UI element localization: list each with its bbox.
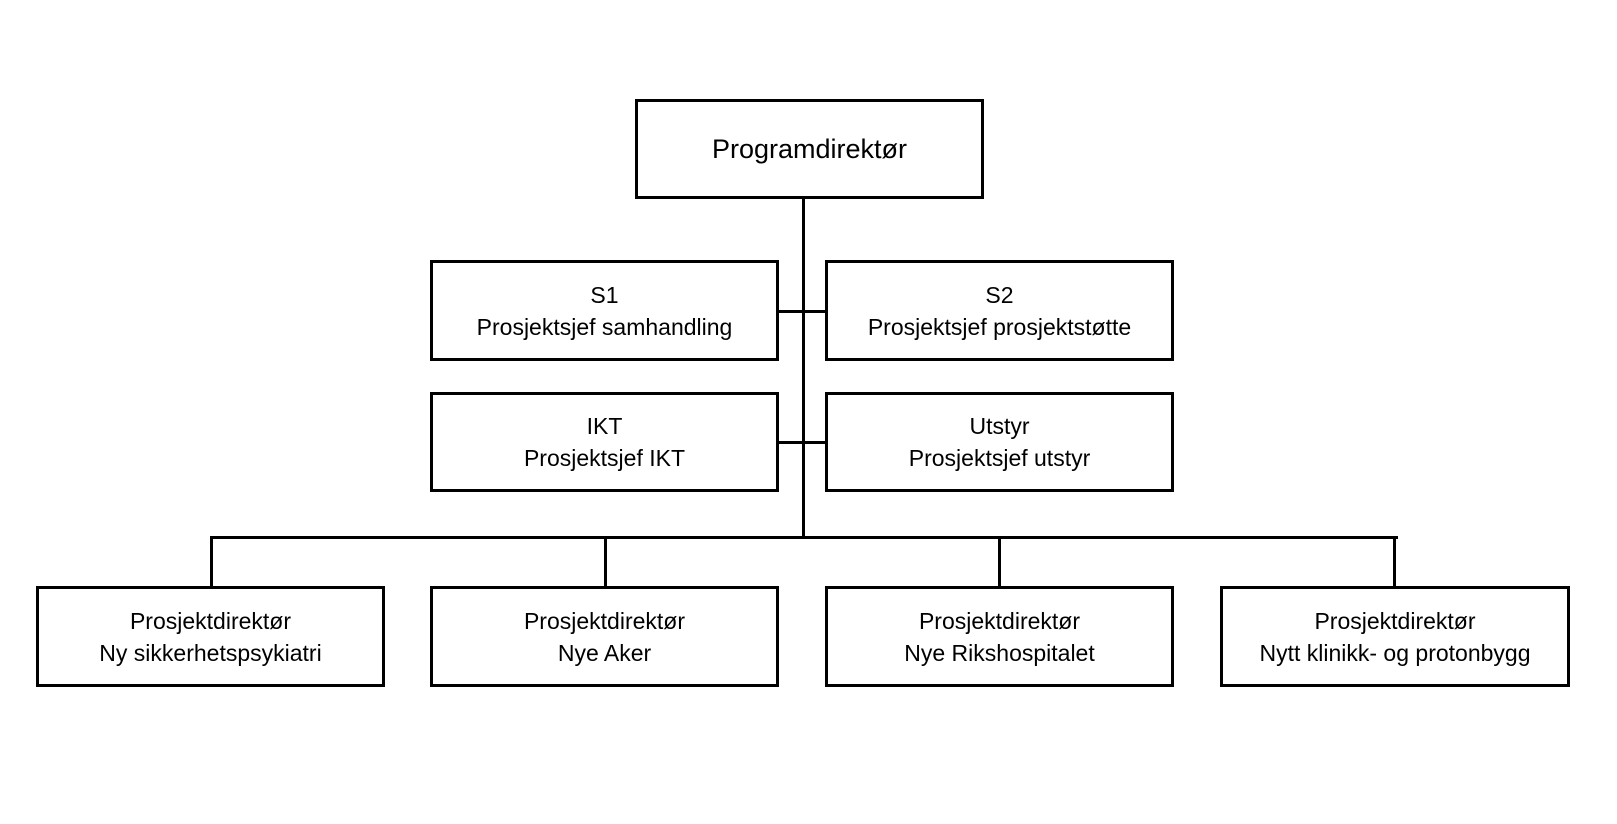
connector-project-2: [604, 536, 607, 589]
box-project-2: Prosjektdirektør Nye Aker: [430, 586, 779, 687]
box-project-4: Prosjektdirektør Nytt klinikk- og proton…: [1220, 586, 1570, 687]
box-project-name: Ny sikkerhetspsykiatri: [99, 639, 322, 666]
box-title: Prosjektsjef IKT: [523, 445, 686, 471]
box-project-3: Prosjektdirektør Nye Rikshospitalet: [825, 586, 1174, 687]
box-role: Prosjektdirektør: [129, 607, 292, 634]
box-title: Prosjektsjef samhandling: [476, 313, 733, 340]
box-title: Prosjektsjef utstyr: [908, 445, 1091, 471]
connector-trunk: [802, 198, 805, 538]
box-code: S1: [590, 281, 619, 308]
connector-staff-row-2: [778, 441, 828, 444]
box-project-name: Nye Aker: [557, 639, 652, 666]
connector-project-3: [998, 536, 1001, 589]
connector-project-bus: [210, 536, 1398, 539]
box-role: Prosjektdirektør: [1314, 607, 1476, 634]
box-code: S2: [985, 281, 1014, 308]
connector-staff-row-1: [778, 310, 828, 313]
box-programdirektor: Programdirektør: [635, 99, 984, 199]
box-staff-s2: S2 Prosjektsjef prosjektstøtte: [825, 260, 1174, 361]
connector-project-4: [1393, 536, 1396, 589]
box-title: Programdirektør: [711, 134, 908, 164]
box-project-name: Nytt klinikk- og protonbygg: [1259, 639, 1531, 666]
box-code: IKT: [586, 413, 623, 439]
box-project-name: Nye Rikshospitalet: [904, 639, 1095, 666]
box-role: Prosjektdirektør: [523, 607, 686, 634]
box-staff-ikt: IKT Prosjektsjef IKT: [430, 392, 779, 492]
box-staff-s1: S1 Prosjektsjef samhandling: [430, 260, 779, 361]
box-project-1: Prosjektdirektør Ny sikkerhetspsykiatri: [36, 586, 385, 687]
box-role: Prosjektdirektør: [918, 607, 1081, 634]
box-title: Prosjektsjef prosjektstøtte: [867, 313, 1132, 340]
connector-project-1: [210, 536, 213, 589]
box-staff-utstyr: Utstyr Prosjektsjef utstyr: [825, 392, 1174, 492]
box-code: Utstyr: [969, 413, 1030, 439]
